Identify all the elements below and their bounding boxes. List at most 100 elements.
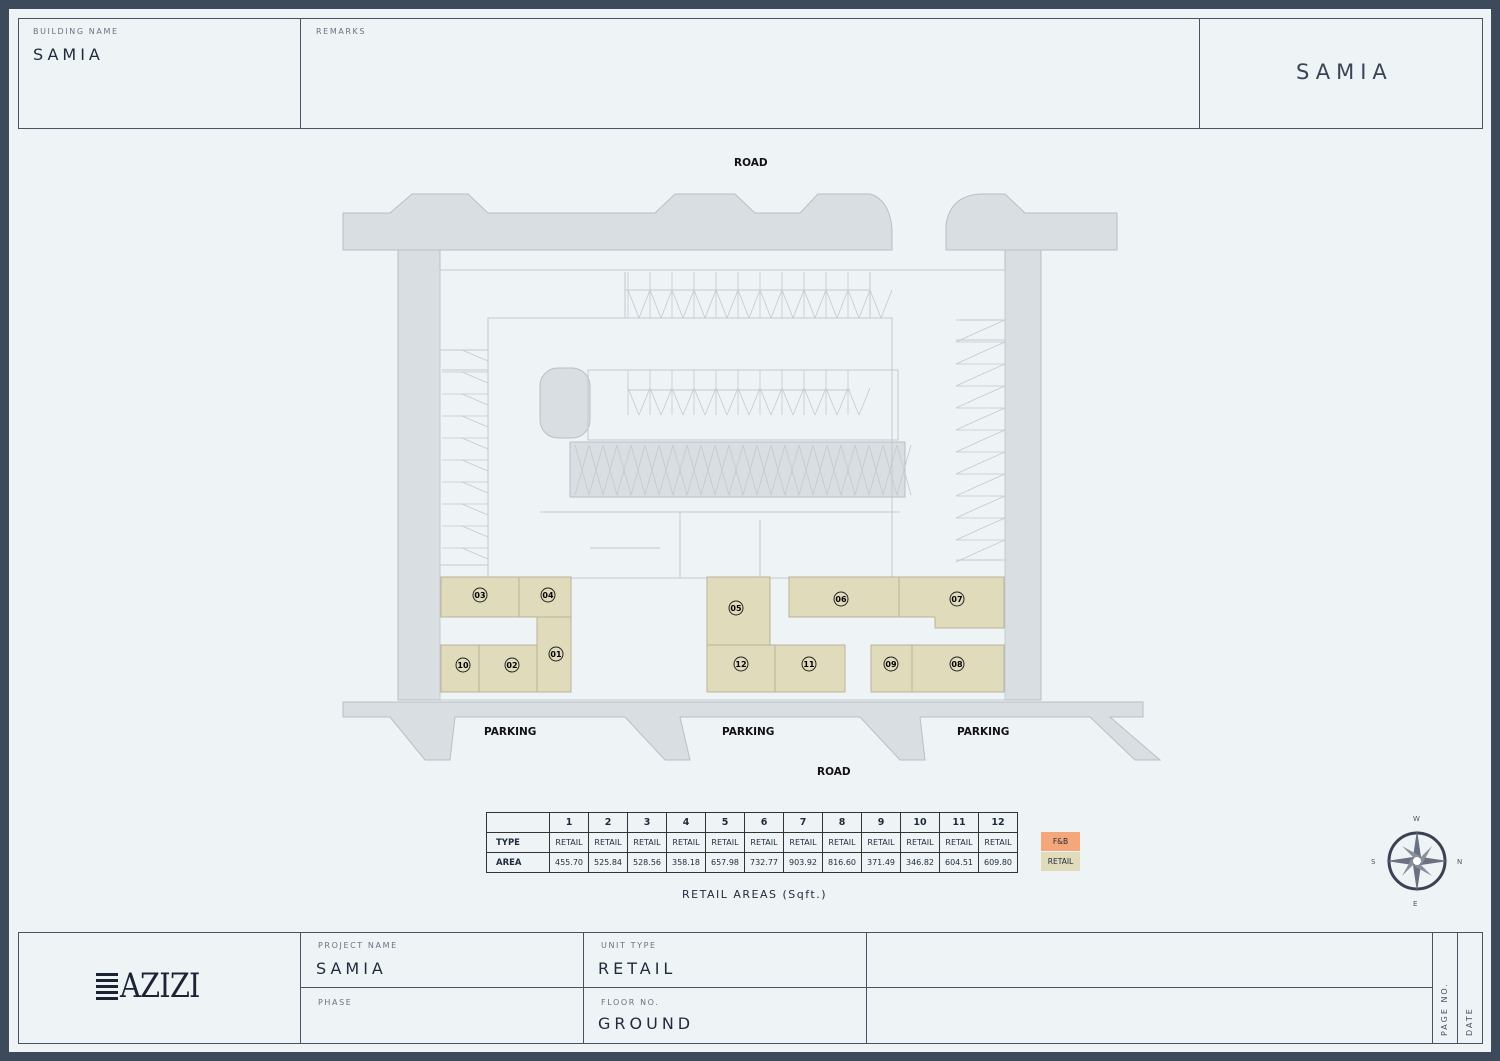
area-label: AREA	[486, 852, 550, 873]
header-title-block	[18, 18, 1483, 129]
svg-text:05: 05	[730, 604, 742, 613]
divider	[866, 932, 867, 1044]
unit-08[interactable]	[911, 644, 1005, 693]
road-structure	[342, 193, 1162, 761]
compass-s: S	[1371, 858, 1376, 866]
unit-type-cell: RETAIL	[783, 832, 823, 853]
unit-number-cell: 6	[744, 812, 784, 833]
unit-area-cell: 732.77	[744, 852, 784, 873]
unit-area-cell: 346.82	[900, 852, 940, 873]
unit-12[interactable]	[706, 644, 776, 693]
road-label-top: ROAD	[734, 157, 768, 169]
footer-title-block	[18, 932, 1483, 1044]
unit-number-cell: 3	[627, 812, 667, 833]
parking-label: PARKING	[722, 726, 775, 738]
compass-w: W	[1413, 815, 1420, 823]
svg-text:01: 01	[550, 650, 562, 659]
parking-label: PARKING	[957, 726, 1010, 738]
unit-label: 07	[949, 591, 965, 607]
unit-number-cell: 1	[549, 812, 589, 833]
svg-text:09: 09	[885, 660, 897, 669]
unit-area-cell: 657.98	[705, 852, 745, 873]
azizi-logo: AZIZI	[96, 966, 214, 1006]
unit-label: 06	[833, 591, 849, 607]
unit-area-cell: 455.70	[549, 852, 589, 873]
svg-text:06: 06	[835, 595, 847, 604]
unit-number-cell: 12	[978, 812, 1018, 833]
unit-10[interactable]	[440, 644, 480, 693]
unit-label: 12	[733, 656, 749, 672]
page-no-label: PAGE NO.	[1440, 982, 1449, 1036]
unit-label: 08	[949, 656, 965, 672]
unit-number-cell: 8	[822, 812, 862, 833]
svg-text:02: 02	[506, 661, 517, 670]
unit-02[interactable]	[478, 644, 538, 693]
unit-label: 05	[728, 600, 744, 616]
divider	[1457, 932, 1458, 1044]
unit-number-cell: 4	[666, 812, 706, 833]
legend-retail: RETAIL	[1041, 852, 1080, 871]
unit-type-cell: RETAIL	[705, 832, 745, 853]
unit-type-cell: RETAIL	[900, 832, 940, 853]
unit-area-cell: 604.51	[939, 852, 979, 873]
phase-label: PHASE	[318, 998, 353, 1007]
retail-units	[440, 576, 1005, 693]
floor-value: GROUND	[598, 1014, 695, 1033]
svg-text:12: 12	[735, 660, 746, 669]
unit-number-cell: 9	[861, 812, 901, 833]
project-name-label: PROJECT NAME	[318, 941, 398, 950]
unit-type-cell: RETAIL	[666, 832, 706, 853]
unit-type-cell: RETAIL	[549, 832, 589, 853]
unit-01[interactable]	[536, 616, 572, 693]
unit-number-cell: 5	[705, 812, 745, 833]
unit-number-cell: 2	[588, 812, 628, 833]
unit-label: 01	[548, 646, 564, 662]
unit-label: 10	[455, 657, 471, 673]
unit-area-cell: 816.60	[822, 852, 862, 873]
unit-03[interactable]	[440, 576, 520, 618]
divider	[300, 932, 301, 1044]
remarks-label: REMARKS	[316, 27, 367, 36]
unit-type-cell: RETAIL	[861, 832, 901, 853]
svg-text:07: 07	[951, 595, 962, 604]
compass-n: N	[1457, 858, 1463, 866]
unit-area-cell: 525.84	[588, 852, 628, 873]
unit-area-cell: 371.49	[861, 852, 901, 873]
unit-label: 04	[540, 587, 556, 603]
unit-04[interactable]	[518, 576, 572, 618]
divider	[583, 932, 584, 1044]
unit-11[interactable]	[774, 644, 846, 693]
unit-type-cell: RETAIL	[588, 832, 628, 853]
unit-type-cell: RETAIL	[939, 832, 979, 853]
divider	[300, 18, 301, 129]
compass-e: E	[1413, 900, 1418, 908]
unit-05[interactable]	[706, 576, 771, 646]
unit-area-cell: 903.92	[783, 852, 823, 873]
date-label: DATE	[1465, 1007, 1474, 1036]
unit-area-cell: 358.18	[666, 852, 706, 873]
compass-icon	[1386, 830, 1448, 892]
divider	[1199, 18, 1200, 129]
divider	[1432, 932, 1433, 1044]
drawing-sheet	[9, 9, 1491, 1052]
building-name-label: BUILDING NAME	[33, 27, 119, 36]
parking-label: PARKING	[484, 726, 537, 738]
unit-label: 11	[801, 656, 817, 672]
project-title: SAMIA	[1296, 60, 1393, 84]
svg-text:10: 10	[457, 661, 469, 670]
svg-text:08: 08	[951, 660, 963, 669]
unit-type-cell: RETAIL	[627, 832, 667, 853]
divider	[300, 987, 1432, 988]
road-label-bottom: ROAD	[817, 766, 851, 778]
unit-area-cell: 609.80	[978, 852, 1018, 873]
unit-label: 03	[472, 587, 488, 603]
table-caption: RETAIL AREAS (Sqft.)	[682, 888, 828, 901]
svg-text:11: 11	[803, 660, 815, 669]
unit-type: RETAIL	[598, 959, 677, 978]
unit-label: 02	[504, 657, 520, 673]
unit-type-label: UNIT TYPE	[601, 941, 657, 950]
